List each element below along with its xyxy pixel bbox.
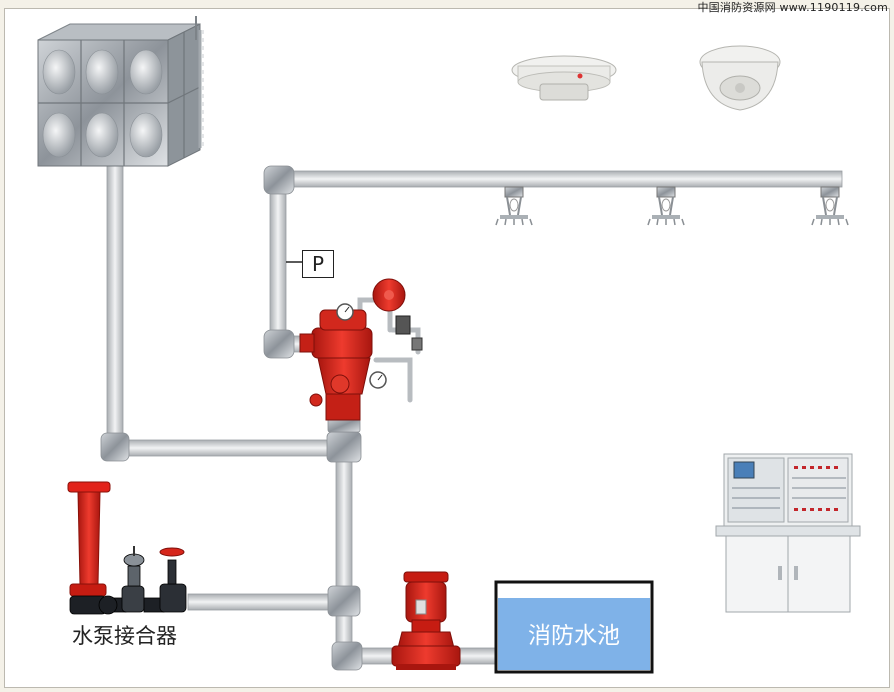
- roof-water-tank: [37, 16, 204, 167]
- pressure-switch-label: P: [302, 250, 334, 278]
- wet-alarm-valve: [299, 278, 423, 421]
- fire-alarm-control-panel: [715, 453, 861, 613]
- pump-connector: [67, 481, 187, 615]
- site-watermark: 中国消防资源网 www.1190119.com: [697, 1, 888, 14]
- sprinkler-head-icon: [811, 186, 849, 226]
- pump-connector-label: 水泵接合器: [72, 624, 177, 648]
- pipe-network: [100, 159, 843, 671]
- sprinkler-head-icon: [647, 186, 685, 226]
- fire-pool: [494, 580, 654, 674]
- smoke-detector-icon: [511, 55, 617, 101]
- fire-pump: [391, 571, 461, 670]
- fire-pool-label: 消防水池: [528, 623, 620, 649]
- sprinkler-head-icon: [495, 186, 533, 226]
- heat-detector-icon: [699, 45, 781, 111]
- sprinkler-heads: [495, 186, 849, 226]
